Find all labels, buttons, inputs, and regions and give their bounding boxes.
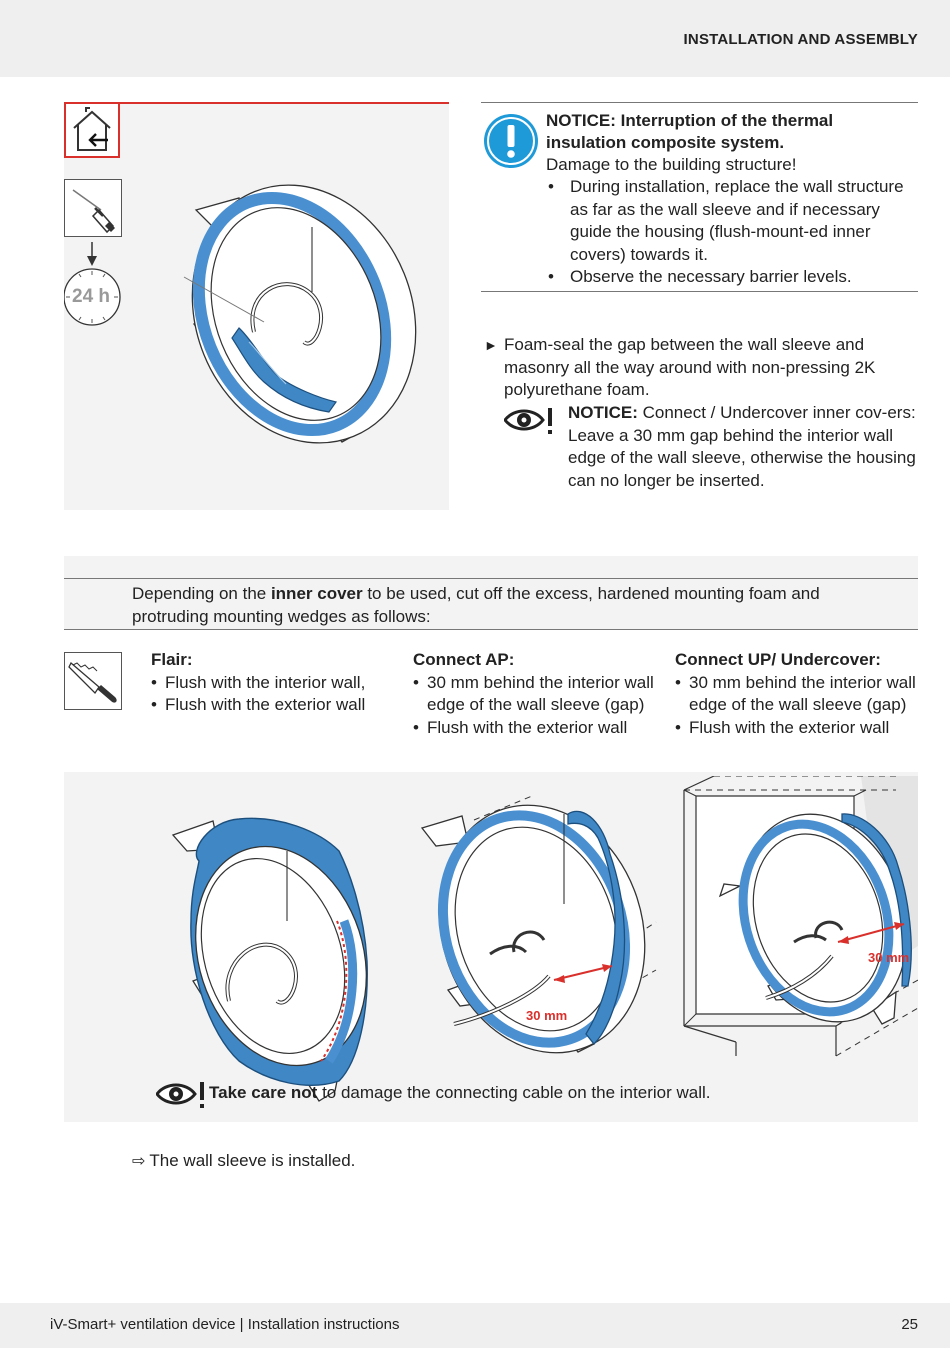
column-flair: Flair: Flush with the interior wall, Flu… [151, 649, 401, 717]
result-arrow-icon: ⇨ [132, 1153, 146, 1170]
dimension-label-ap: 30 mm [526, 1008, 567, 1023]
trim-intro: Depending on the inner cover to be used,… [132, 583, 892, 628]
column-bullet: Flush with the exterior wall [151, 694, 401, 717]
eye-warning-icon [156, 1082, 204, 1108]
care-note-bold: Take care not [209, 1083, 318, 1102]
page-number: 25 [901, 1316, 918, 1333]
notice-bullet: Observe the necessary barrier levels. [546, 266, 918, 289]
connect-up-trim-illustration: 30 mm [683, 776, 918, 1057]
column-title: Flair: [151, 650, 193, 669]
connect-ap-trim-illustration: 30 mm [420, 795, 657, 1054]
notice-title: NOTICE: Interruption of the thermal insu… [546, 111, 834, 152]
step-divider [64, 102, 449, 104]
foam-seal-figure: 24 h [63, 102, 449, 510]
trim-intro-bold: inner cover [270, 584, 363, 603]
trim-intro-post: to be used, cut off the excess, hardened… [132, 584, 820, 626]
interior-wall-house-icon [64, 102, 120, 158]
footer: iV-Smart+ ventilation device | Installat… [0, 1303, 950, 1348]
flair-trim-illustration [171, 817, 368, 1102]
notice-bullet: During installation, replace the wall st… [546, 176, 918, 266]
eye-notice-body: Connect / Undercover inner cov-ers: Leav… [568, 403, 916, 490]
column-bullet: Flush with the exterior wall [413, 717, 663, 740]
column-bullet: Flush with the exterior wall [675, 717, 918, 740]
column-bullet: 30 mm behind the interior wall edge of t… [675, 672, 918, 717]
wall-sleeve-foam-illustration [183, 184, 417, 444]
trim-intro-pre: Depending on the [132, 584, 271, 603]
footer-document-title: iV-Smart+ ventilation device | Installat… [50, 1316, 400, 1333]
column-title: Connect AP: [413, 650, 515, 669]
notice-box: NOTICE: Interruption of the thermal insu… [481, 102, 918, 292]
divider [64, 629, 918, 630]
timer-label: 24 h [72, 286, 111, 307]
header-band: INSTALLATION AND ASSEMBLY [0, 0, 950, 77]
column-title: Connect UP/ Undercover: [675, 650, 881, 669]
dimension-label-up: 30 mm [868, 950, 909, 965]
column-connect-ap: Connect AP: 30 mm behind the interior wa… [413, 649, 663, 739]
curing-time-icon: 24 h [63, 242, 128, 342]
column-bullet: 30 mm behind the interior wall edge of t… [413, 672, 663, 717]
eye-notice-text: NOTICE: Connect / Undercover inner cov-e… [568, 402, 918, 492]
result-line: ⇨The wall sleeve is installed. [132, 1150, 355, 1173]
trim-foam-section: Depending on the inner cover to be used,… [64, 556, 918, 1122]
divider [64, 578, 918, 579]
result-text: The wall sleeve is installed. [149, 1151, 356, 1170]
foam-spray-can-icon [64, 179, 122, 237]
notice-list: During installation, replace the wall st… [546, 176, 918, 289]
care-note-text: Take care not to damage the connecting c… [209, 1082, 710, 1104]
cutting-knife-icon [64, 652, 122, 710]
foam-instruction-text: Foam-seal the gap between the wall sleev… [504, 335, 876, 400]
notice-text: Damage to the building structure! [546, 155, 797, 174]
notice-exclamation-icon [484, 114, 538, 168]
column-connect-up: Connect UP/ Undercover: 30 mm behind the… [675, 649, 918, 739]
column-bullet: Flush with the interior wall, [151, 672, 401, 695]
section-title: INSTALLATION AND ASSEMBLY [683, 31, 918, 48]
eye-warning-icon [504, 408, 552, 434]
care-note-body: to damage the connecting cable on the in… [317, 1083, 711, 1102]
eye-notice-label: NOTICE: [568, 403, 638, 422]
instruction-arrow-icon: ► [484, 337, 498, 353]
